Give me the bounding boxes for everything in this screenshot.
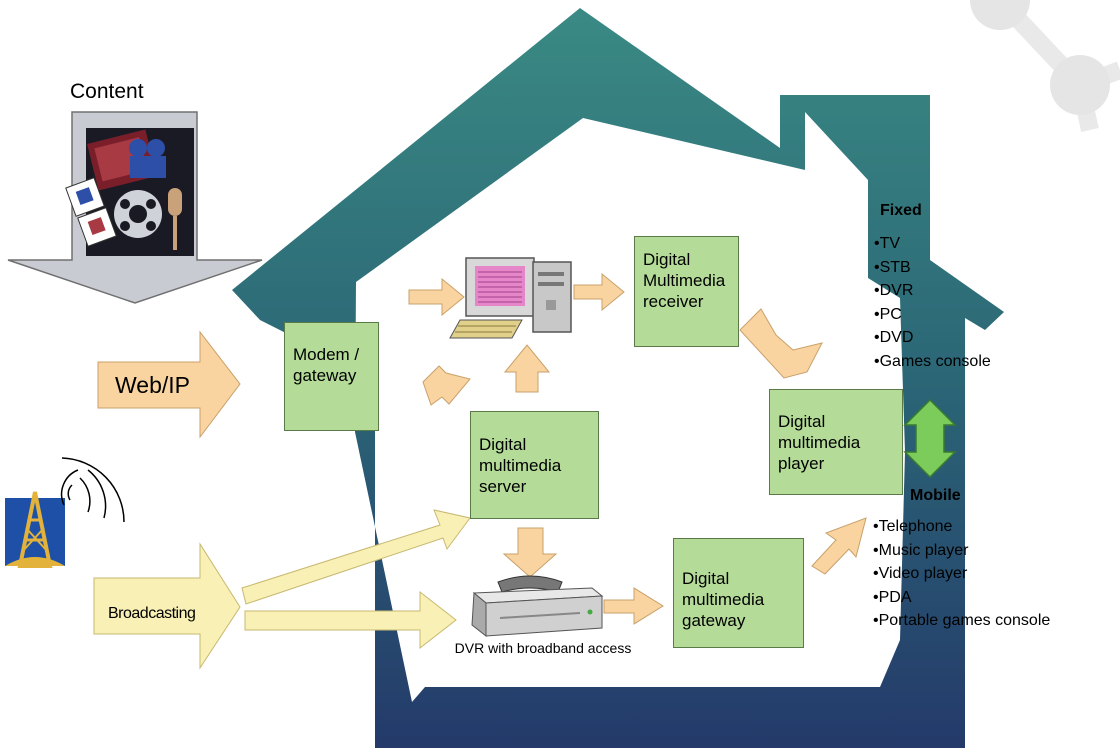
- list-item: Music player: [873, 539, 1050, 563]
- list-item: DVD: [874, 326, 991, 350]
- content-label: Content: [70, 80, 144, 103]
- fixed-title: Fixed: [880, 202, 922, 219]
- list-item: Portable games console: [873, 609, 1051, 633]
- web-ip-arrow: [97, 330, 241, 439]
- broadcast-tower-icon: [5, 457, 125, 568]
- fixed-device-list: TV STB DVR PC DVD Games console: [874, 232, 991, 373]
- house-outline: [232, 8, 1004, 748]
- media-content-icon: [65, 128, 194, 256]
- fixed-mobile-double-arrow: [903, 398, 957, 479]
- list-item: PDA: [873, 586, 1050, 610]
- broadcast-to-server-arrow: [241, 509, 471, 605]
- mobile-device-list: Telephone Music player Video player PDA …: [873, 515, 1051, 633]
- broadcast-to-dvr-arrow: [244, 590, 457, 650]
- molecule-decoration: [970, 0, 1120, 132]
- dvr-device-icon: [471, 575, 604, 638]
- digital-multimedia-receiver-box: Digital Multimedia receiver: [634, 236, 739, 347]
- list-item: DVR: [874, 279, 991, 303]
- web-ip-label: Web/IP: [115, 372, 190, 398]
- modem-gateway-box: Modem / gateway: [284, 322, 379, 431]
- list-item: TV: [874, 232, 991, 256]
- mobile-title: Mobile: [910, 487, 961, 504]
- broadcasting-arrow: [93, 542, 241, 670]
- digital-multimedia-player-box: Digital multimedia player: [769, 389, 903, 495]
- broadcasting-label: Broadcasting: [108, 605, 196, 622]
- digital-multimedia-gateway-box: Digital multimedia gateway: [673, 538, 804, 648]
- pc-icon: [449, 257, 572, 339]
- dvr-caption: DVR with broadband access: [454, 640, 632, 656]
- list-item: Telephone: [873, 515, 1050, 539]
- list-item: PC: [874, 303, 991, 327]
- flow-arrows: [408, 272, 867, 625]
- list-item: Games console: [874, 350, 991, 374]
- list-item: Video player: [873, 562, 1050, 586]
- list-item: STB: [874, 256, 991, 280]
- digital-multimedia-server-box: Digital multimedia server: [470, 411, 599, 519]
